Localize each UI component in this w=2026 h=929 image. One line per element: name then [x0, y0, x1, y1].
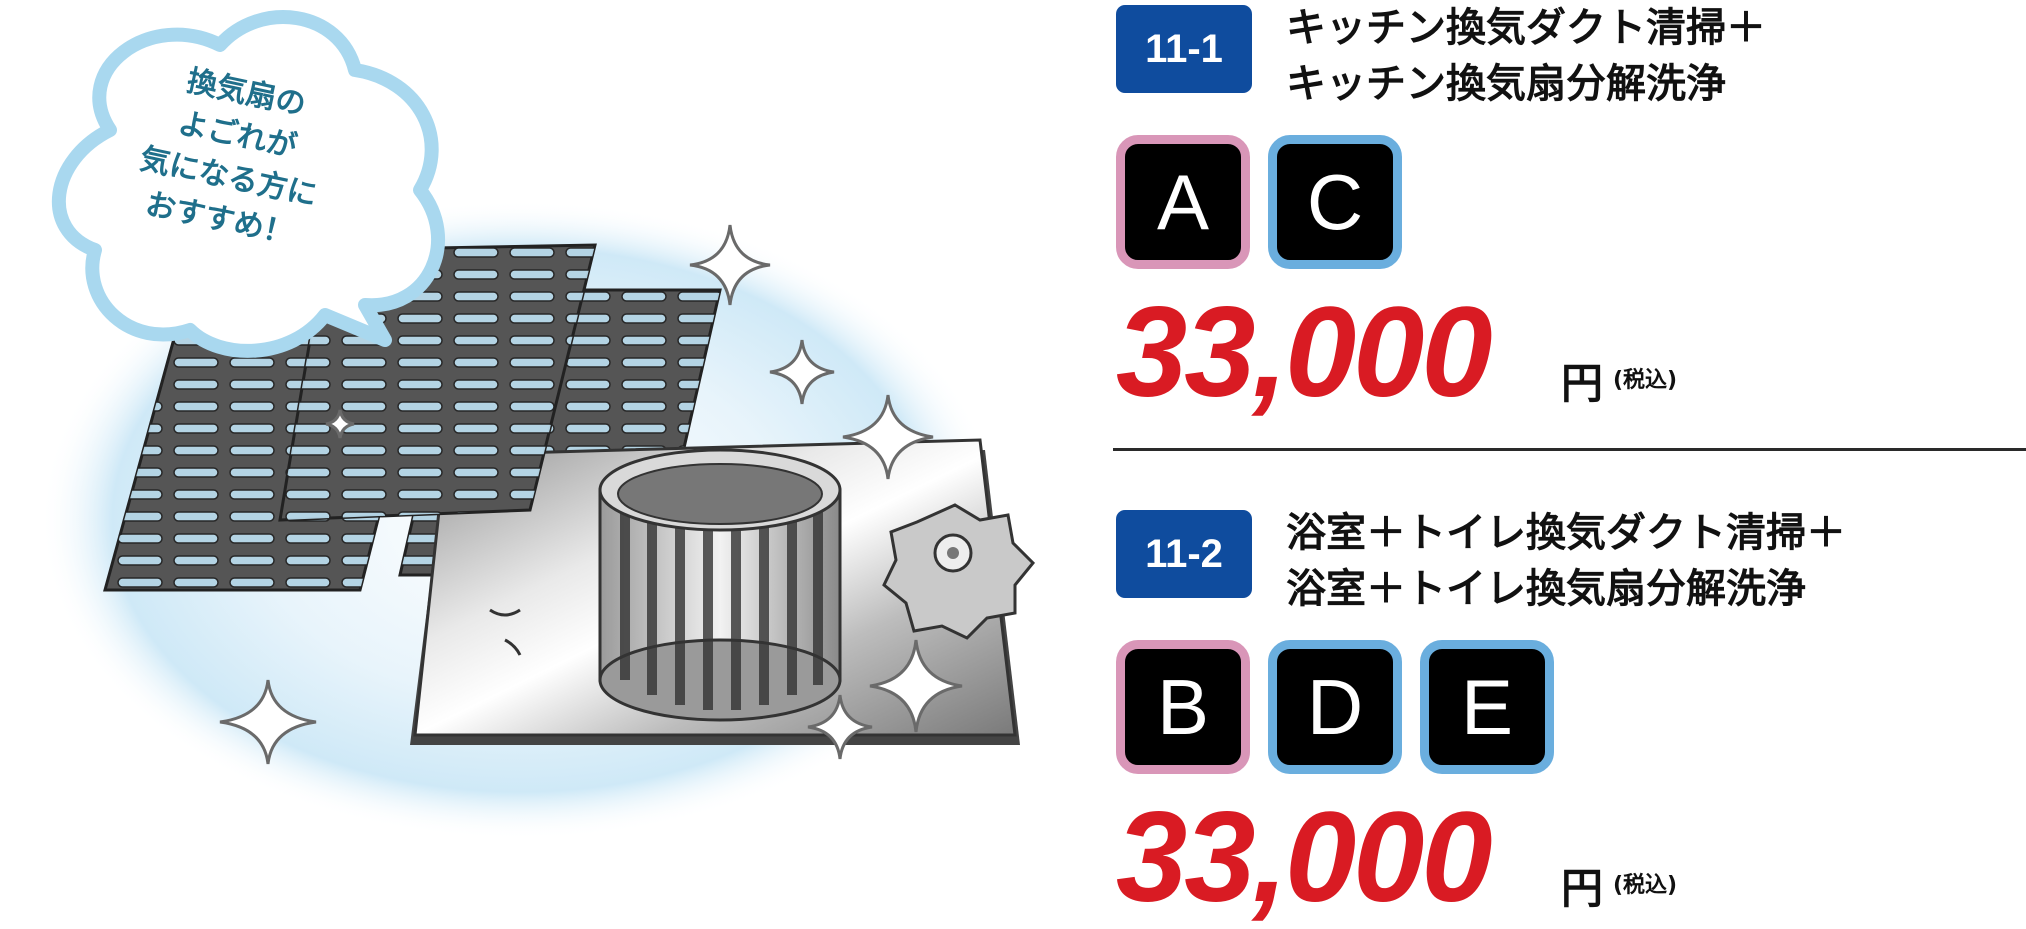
fan-cage-icon — [598, 448, 842, 722]
area-key-a: A — [1116, 135, 1250, 269]
area-key-letter: E — [1460, 663, 1514, 751]
area-key-b: B — [1116, 640, 1250, 774]
speech-cloud-icon — [51, 10, 445, 358]
plan-title-line: キッチン換気ダクト清掃＋ — [1286, 5, 1766, 51]
price-currency: 円 — [1561, 359, 1604, 408]
ventilation-fan-illustration — [40, 10, 1036, 840]
plan-title-line: キッチン換気扇分解洗浄 — [1286, 61, 1726, 107]
price-tax-note: (税込) — [1613, 368, 1678, 393]
area-key-letter: D — [1306, 663, 1364, 751]
area-key-letter: B — [1156, 663, 1210, 751]
plan-title-line: 浴室＋トイレ換気ダクト清掃＋ — [1286, 510, 1846, 556]
price-amount: 33,000 — [1116, 281, 1492, 424]
area-key-e: E — [1420, 640, 1554, 774]
plan-code-badge: 11-2 — [1116, 510, 1252, 598]
area-key-letter: C — [1306, 158, 1364, 246]
price-amount: 33,000 — [1116, 786, 1492, 929]
area-key-letter: A — [1156, 158, 1210, 246]
plan-title: 浴室＋トイレ換気ダクト清掃＋ 浴室＋トイレ換気扇分解洗浄 — [1286, 505, 1846, 617]
area-key-d: D — [1268, 640, 1402, 774]
knob-icon — [882, 503, 1036, 640]
price-tax-note: (税込) — [1613, 873, 1678, 898]
price-currency: 円 — [1561, 864, 1604, 913]
sparkle-icon — [219, 224, 963, 765]
area-key-c: C — [1268, 135, 1402, 269]
plan-title-line: 浴室＋トイレ換気扇分解洗浄 — [1286, 566, 1806, 612]
section-divider — [1113, 448, 2026, 451]
plan-code-badge: 11-1 — [1116, 5, 1252, 93]
plan-title: キッチン換気ダクト清掃＋ キッチン換気扇分解洗浄 — [1286, 0, 1766, 112]
